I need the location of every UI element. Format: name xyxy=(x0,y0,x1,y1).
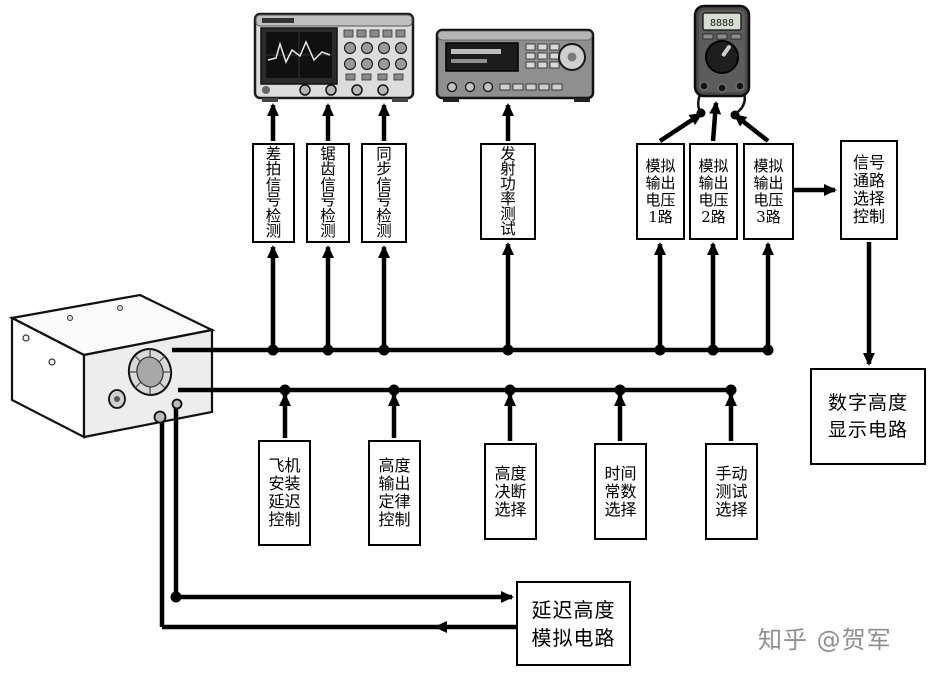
box-decision-height-select: 高度 决断 选择 xyxy=(484,443,537,540)
box-altitude-output-law: 高度 输出 定律 控制 xyxy=(368,440,421,546)
junction-dots xyxy=(170,108,774,603)
radio-altimeter-unit-image xyxy=(8,293,216,439)
box-transmit-power-test: 发 射 功 率 测 试 xyxy=(480,143,536,240)
multimeter-image: 8888 xyxy=(693,4,751,116)
box-analog-output-2: 模拟 输出 电压 2路 xyxy=(689,143,738,240)
box-sawtooth-signal-detect: 锯 齿 信 号 检 测 xyxy=(306,143,350,243)
device-connectors xyxy=(108,348,183,424)
box-beat-signal-detect: 差 拍 信 号 检 测 xyxy=(252,143,295,243)
box-analog-output-3: 模拟 输出 电压 3路 xyxy=(743,143,794,240)
watermark: 知乎 @贺军 xyxy=(758,626,892,654)
box-manual-test-select: 手动 测试 选择 xyxy=(705,443,758,540)
connection-lines xyxy=(159,101,875,633)
box-digital-altitude-display: 数字高度 显示电路 xyxy=(810,368,926,465)
box-aircraft-install-delay: 飞机 安装 延迟 控制 xyxy=(258,440,311,546)
box-delay-altitude-analog: 延迟高度 模拟电路 xyxy=(516,581,631,666)
box-signal-path-select: 信号 通路 选择 控制 xyxy=(840,140,898,240)
multimeter-lcd-reading: 8888 xyxy=(710,18,734,29)
signal-generator-image xyxy=(435,28,595,102)
box-time-constant-select: 时间 常数 选择 xyxy=(594,443,647,540)
box-sync-signal-detect: 同 步 信 号 检 测 xyxy=(361,143,407,243)
oscilloscope-image xyxy=(253,12,415,102)
box-analog-output-1: 模拟 输出 电压 1路 xyxy=(636,143,685,240)
